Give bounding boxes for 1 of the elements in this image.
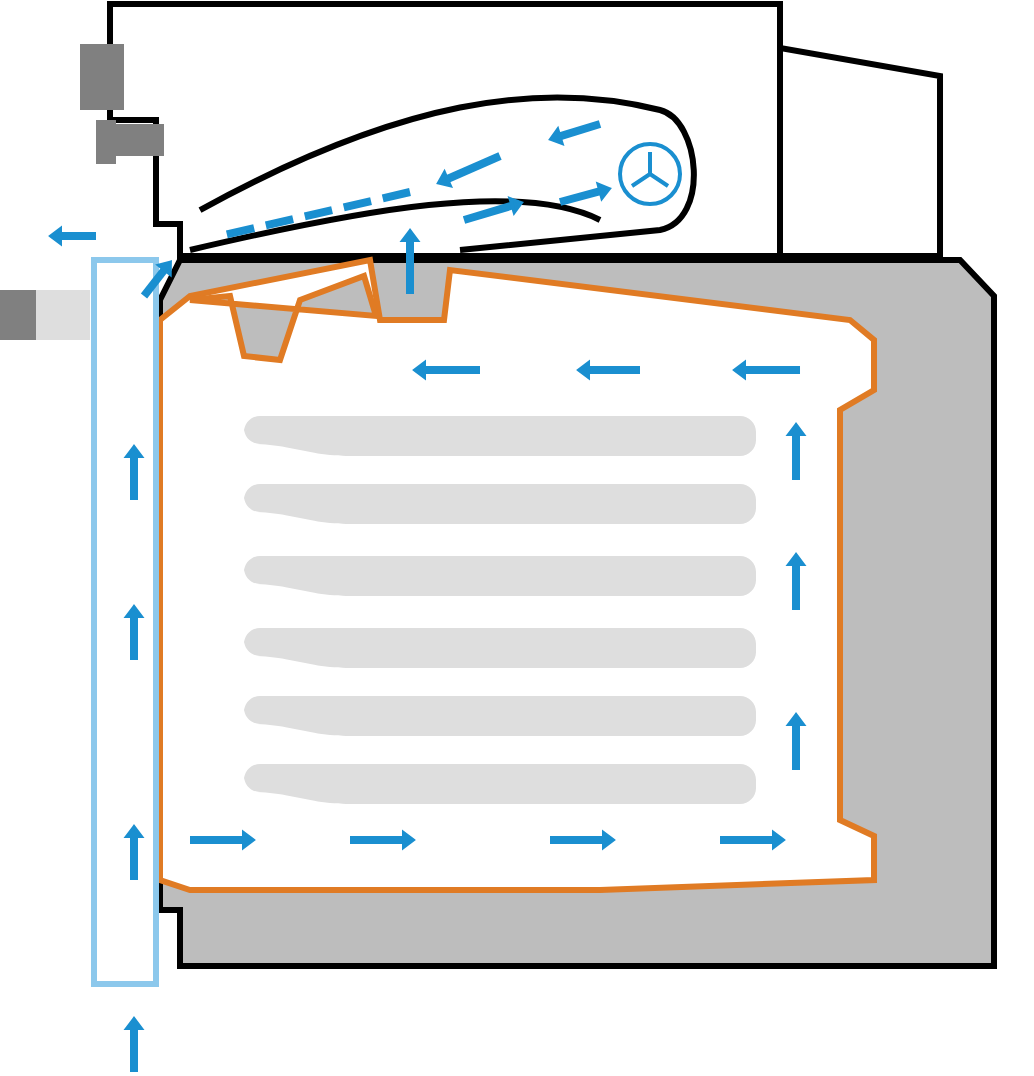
- fan-symbol: [618, 142, 682, 206]
